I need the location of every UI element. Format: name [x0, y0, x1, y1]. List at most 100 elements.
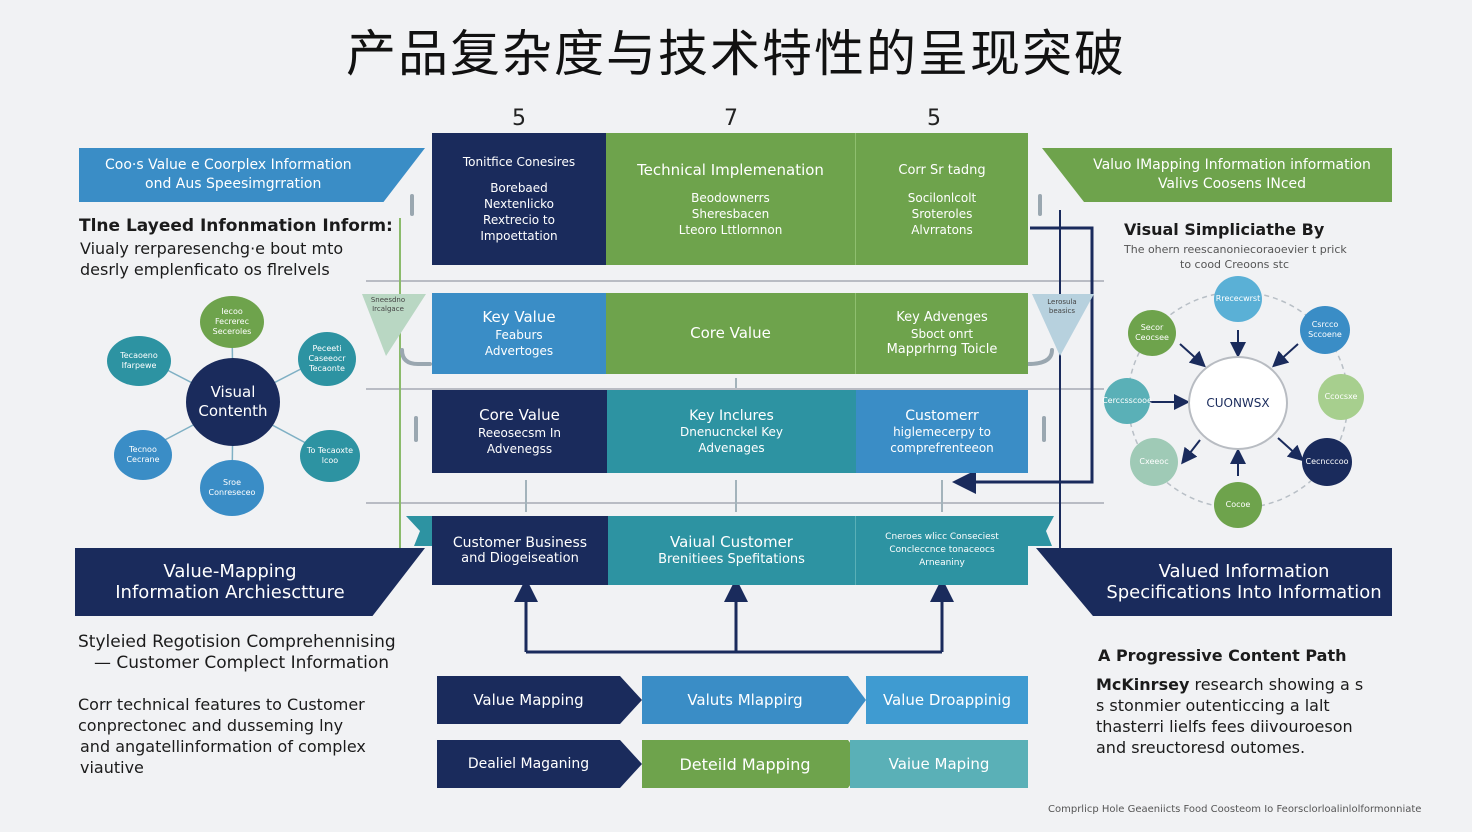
- right-bubble-7: Cecncccoo: [1302, 438, 1352, 486]
- grid-r3-c1-heading: Core Value: [479, 406, 560, 424]
- banner-bottom-left-line-1: Value-Mapping: [163, 561, 297, 582]
- grid-r2-c3-line-1: Sboct onrt: [910, 326, 974, 341]
- grid-r3-c3: Customerr higlemecerpy to comprefrenteeo…: [856, 390, 1028, 473]
- left-heading: Tlne Layeed Infonmation Inform:: [79, 216, 393, 236]
- grid-r4-c3-line-2: Arneaniny: [919, 558, 965, 568]
- pill-r1-c3: Value Droappinig: [866, 676, 1028, 724]
- banner-top-right-line-2: Valivs Coosens INced: [1157, 176, 1307, 192]
- grid-r4-c1-line-1: and Diogeiseation: [461, 550, 579, 566]
- grid-r3-c1: Core Value Reeosecsm In Advenegss: [432, 390, 607, 473]
- grid-r3-c1-line-2: Advenegss: [486, 442, 553, 456]
- column-number-2: 7: [724, 106, 738, 131]
- right-line-2: to cood Creoons stc: [1180, 258, 1290, 271]
- grid-r2-c1: Key Value Feaburs Advertoges: [432, 293, 606, 374]
- left-para-line-2: conprectonec and dusseming lny: [78, 716, 344, 735]
- grid-r3-c3-line-2: comprefrenteeon: [890, 440, 994, 455]
- pill-r2-c3: Vaiue Maping: [850, 740, 1028, 788]
- grid-r4-c2: Vaiual Customer Brenitiees Spefitations: [608, 516, 855, 585]
- left-para-line-3: and angatellinformation of complex: [80, 737, 366, 756]
- pill-r2-c1: Dealiel Maganing: [437, 740, 620, 788]
- right-para-line-4: and sreuctoresd outomes.: [1096, 738, 1306, 757]
- banner-bottom-right-line-2: Specifications Into Information: [1106, 582, 1382, 603]
- grid-r4-c3: Cneroes wlicc Conseciest Concleccnce ton…: [855, 516, 1028, 585]
- pill-r1-c1: Value Mapping: [437, 676, 620, 724]
- grid-r1-c2-heading: Technical Implemenation: [637, 160, 824, 179]
- right-bubble-2: Secor Ceocsee: [1128, 310, 1176, 356]
- side-tag-left: Sneesdno Ircalgace: [370, 296, 406, 313]
- left-heading-2-line-1: Styleied Regotision Comprehennising: [78, 632, 396, 652]
- grid-r2-c1-line-1: Feaburs: [495, 328, 543, 342]
- grid-r3-c2: Key Inclures Dnenucnckel Key Advenages: [607, 390, 856, 473]
- grid-r1-c3-heading: Corr Sr tadng: [898, 162, 986, 178]
- grid-r2-c2-heading: Core Value: [690, 324, 771, 342]
- grid-r1-c1-line-3: Rextrecio to: [483, 213, 555, 227]
- left-heading-2-line-2: — Customer Complect Information: [94, 653, 390, 673]
- grid-r1-c1-line-1: Borebaed: [490, 181, 548, 195]
- right-bubble-8: Cocoe: [1214, 482, 1262, 528]
- grid-r4-c2-line-1: Brenitiees Spefitations: [658, 552, 805, 567]
- left-bubble-5: Sroe Conreseceo: [200, 460, 264, 516]
- grid-r4-c3-heading: Cneroes wlicc Conseciest: [885, 532, 999, 542]
- banner-bottom-left-line-2: Information Archiesctture: [115, 582, 345, 603]
- left-hub-line-2: Contenth: [198, 402, 268, 420]
- page-title: 产品复杂度与技术特性的呈现突破: [346, 25, 1126, 83]
- grid-r3-c1-line-1: Reeosecsm In: [477, 426, 562, 440]
- grid-r1-c3: Corr Sr tadng Socilonlcolt Sroteroles Al…: [855, 133, 1028, 265]
- grid-r1-c2: Technical Implemenation Beodownerrs Sher…: [606, 133, 855, 265]
- left-bubble-2: Tecaoeno Ifarpewe: [107, 336, 171, 386]
- right-bubble-1: Rrececwrst: [1214, 276, 1262, 322]
- banner-top-left-line-1: Coo·s Value e Coorplex Information: [105, 157, 352, 173]
- right-bubble-3: Csrcco Sccoene: [1300, 306, 1350, 354]
- banner-bottom-right-line-1: Valued Information: [1158, 561, 1330, 582]
- grid-r3-c3-line-1: higlemecerpy to: [893, 424, 991, 439]
- banner-top-left-line-2: ond Aus Speesimgrration: [145, 176, 322, 192]
- grid-r1-c3-line-3: Alvrratons: [911, 222, 973, 237]
- right-bubble-6: Cxeeoc: [1130, 438, 1178, 486]
- grid-r1-c3-line-1: Socilonlcolt: [907, 190, 977, 205]
- left-bubble-1: Iecoo Fecrerec Seceroles: [200, 296, 264, 348]
- left-bubble-3: Peceeti Caseeocr Tecaonte: [298, 332, 356, 386]
- banner-bottom-right: Valued Information Specifications Into I…: [1036, 548, 1392, 616]
- right-para-bold: McKinrsey: [1096, 675, 1190, 694]
- right-heading-2: A Progressive Content Path: [1098, 646, 1347, 665]
- grid-r1-c2-line-3: Lteoro Lttlornnon: [678, 222, 783, 237]
- left-hub-line-1: Visual: [210, 383, 256, 401]
- grid-r3-c2-line-2: Advenages: [698, 440, 765, 455]
- banner-bottom-left: Value-Mapping Information Archiesctture: [75, 548, 425, 616]
- footer-note: Comprlicp Hole Geaeniicts Food Coosteom …: [1048, 804, 1422, 815]
- banner-top-left: Coo·s Value e Coorplex Information ond A…: [79, 148, 425, 202]
- grid-r2-c1-line-2: Advertoges: [484, 344, 554, 358]
- grid-r1-c1: Tonitfice Conesires Borebaed Nextenlicko…: [432, 133, 606, 265]
- grid-r3-c3-heading: Customerr: [905, 407, 979, 424]
- column-number-3: 5: [927, 106, 941, 131]
- right-heading: Visual Simpliciathe By: [1124, 220, 1325, 239]
- grid-r4-c1-heading: Customer Business: [452, 534, 588, 551]
- left-para-line-1: Corr technical features to Customer: [78, 695, 365, 714]
- left-bubble-4: Tecnoo Cecrane: [114, 430, 172, 480]
- right-bubble-5: Ccocsxe: [1318, 374, 1364, 420]
- grid-r1-c1-line-2: Nextenlicko: [483, 197, 555, 211]
- grid-r4-c2-heading: Vaiual Customer: [670, 533, 793, 551]
- left-line-2: desrly emplenficato os flrelvels: [80, 260, 330, 279]
- banner-top-right-line-1: Valuo IMapping Information information: [1093, 157, 1371, 173]
- grid-r2-c1-heading: Key Value: [482, 308, 556, 326]
- left-line-1: Viualy rerparesenchg·e bout mto: [80, 239, 344, 258]
- side-tag-right: Lerosula beasics: [1047, 298, 1077, 315]
- left-bubble-6: To Tecaoxte lcoo: [300, 430, 360, 482]
- grid-r3-c2-heading: Key Inclures: [689, 407, 774, 424]
- right-para-line-2: s stonmier outenticcing a lalt: [1096, 696, 1330, 715]
- grid-r1-c2-line-2: Sheresbacen: [691, 206, 770, 221]
- right-hub-circle: CUONWSX: [1188, 356, 1288, 450]
- grid-r3-c2-line-1: Dnenucnckel Key: [679, 424, 784, 439]
- column-number-1: 5: [512, 106, 526, 131]
- grid-r1-c3-line-2: Sroteroles: [911, 206, 973, 221]
- right-line-1: The ohern reescanoniecoraoevier t prick: [1124, 243, 1347, 256]
- grid-r1-c2-line-1: Beodownerrs: [691, 190, 770, 205]
- grid-r2-c3: Key Advenges Sboct onrt Mapprhrng Toicle: [855, 293, 1028, 374]
- grid-r2-c2: Core Value: [606, 293, 855, 374]
- grid-r2-c3-line-2: Mapprhrng Toicle: [886, 341, 998, 357]
- banner-top-right: Valuo IMapping Information information V…: [1042, 148, 1392, 202]
- pill-r2-c2: Deteild Mapping: [642, 740, 848, 788]
- grid-r2-c3-heading: Key Advenges: [896, 309, 988, 325]
